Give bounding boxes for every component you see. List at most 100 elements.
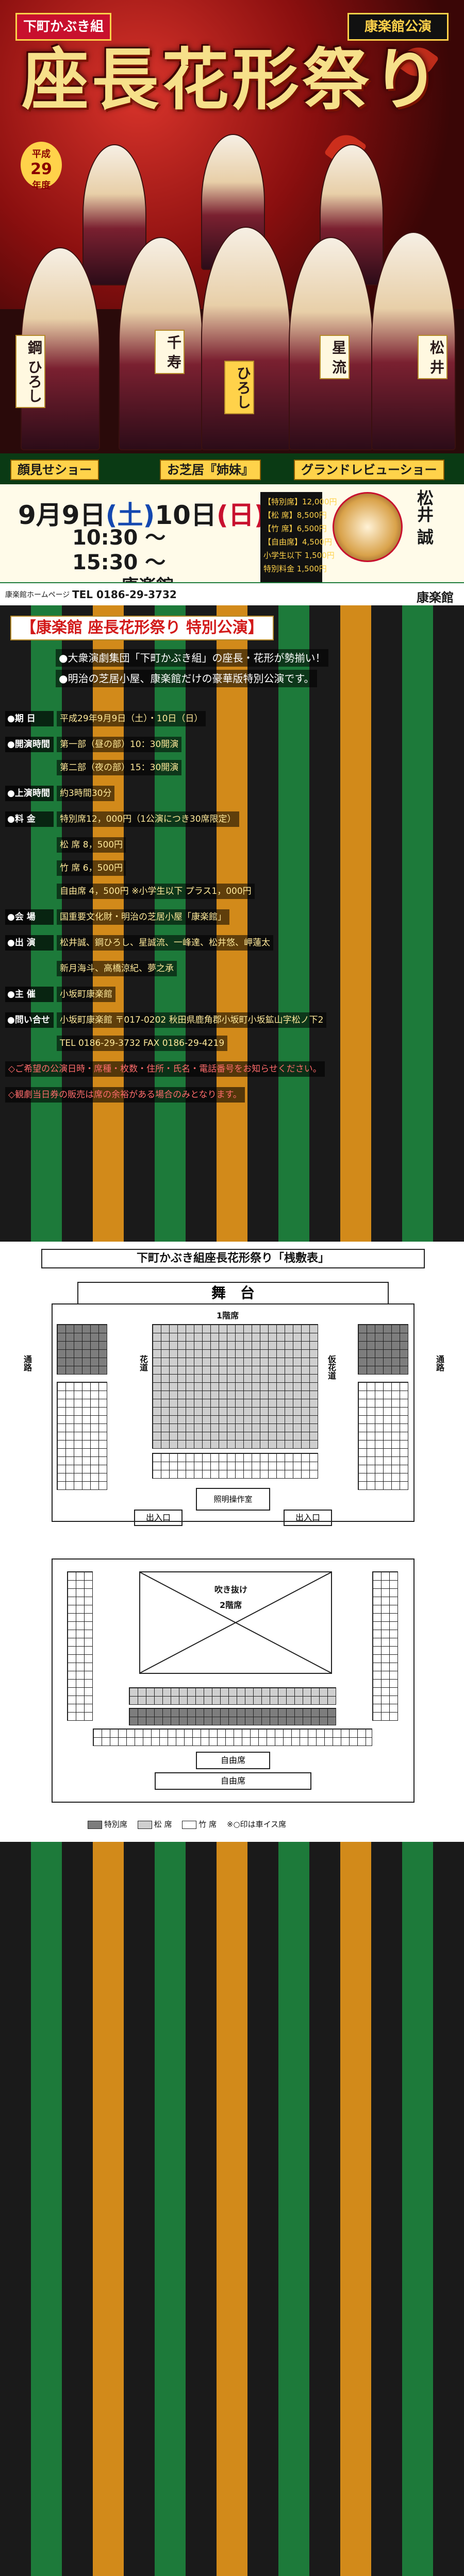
star-portrait	[333, 492, 403, 562]
show-item: グランドレビューショー	[294, 460, 444, 480]
free-seat-area: 自由席	[155, 1772, 311, 1790]
row-value: TEL 0186-29-3732 FAX 0186-29-4219	[57, 1036, 228, 1051]
karihanamichi-label: 仮花道	[326, 1355, 336, 1380]
actor-nameplate: 鋼 ひろし	[15, 335, 45, 408]
price-item: 【特別席】12,000円	[263, 497, 337, 506]
troupe-badge: 下町かぶき組	[15, 13, 111, 41]
showtime-1: 10:30 〜	[72, 526, 166, 550]
legend-swatch	[182, 1820, 197, 1829]
price-list: 【特別席】12,000円 【松 席】8,500円 【竹 席】6,500円 【自由…	[260, 492, 337, 598]
legend-swatch	[88, 1820, 102, 1829]
take-seat-block[interactable]	[67, 1571, 93, 1721]
era-year: 29	[30, 160, 52, 178]
hanamichi-label: 花道	[138, 1355, 148, 1371]
row-value: 約3時間30分	[57, 786, 115, 801]
take-seat-block[interactable]	[372, 1571, 398, 1721]
price-item: 【竹 席】6,500円	[263, 524, 327, 533]
era-badge: 平成 29 年度	[21, 142, 62, 191]
row-label: ●上演時間	[5, 786, 54, 801]
row-label: ●出 演	[5, 935, 54, 951]
actor-nameplate: 星 流	[320, 335, 350, 379]
take-seat-block[interactable]	[57, 1382, 107, 1490]
star-name: 松井 誠	[415, 489, 434, 545]
date-sun: (日)	[216, 500, 266, 530]
seating-chart-title: 下町かぶき組座長花形祭り「桟敷表」	[41, 1249, 425, 1268]
price-item: 小学生以下 1,500円	[263, 551, 335, 560]
special-seat-block[interactable]	[358, 1324, 408, 1375]
details-heading: 【康楽館 座長花形祭り 特別公演】	[10, 616, 274, 640]
row-value: 国重要文化財・明治の芝居小屋「康楽館」	[57, 909, 229, 925]
details-lead: ●大衆演劇集団「下町かぶき組」の座長・花形が勢揃い！	[56, 649, 329, 667]
date-day2: 10日	[155, 500, 217, 530]
price-item: 【松 席】8,500円	[263, 511, 327, 520]
details-note: ◇ご希望の公演日時・席種・枚数・住所・氏名・電話番号をお知らせください。	[5, 1061, 325, 1077]
legend-note: ※○印は車イス席	[226, 1820, 287, 1829]
seat-legend: 特別席 松 席 竹 席 ※○印は車イス席	[88, 1819, 376, 1829]
date-sat: (土)	[105, 500, 155, 530]
row-value: 竹 席 6，500円	[57, 860, 126, 876]
era-label: 平成	[32, 149, 51, 160]
stage-label: 舞 台	[77, 1282, 389, 1304]
atrium-cross	[140, 1572, 331, 1673]
details-note: ◇観劇当日券の販売は席の余裕がある場合のみとなります。	[5, 1087, 245, 1103]
row-value: 小坂町康楽館 〒017-0202 秋田県鹿角郡小坂町小坂鉱山字松ノ下2	[57, 1012, 327, 1028]
booth-label: 照明操作室	[213, 1495, 253, 1504]
row-label: ●期 日	[5, 711, 54, 726]
row-value: 平成29年9月9日（土）・10日（日）	[57, 711, 206, 726]
row-label: ●問い合せ	[5, 1012, 54, 1028]
legend-label: 竹 席	[198, 1820, 217, 1829]
poster-title: 座長花形祭り	[21, 41, 442, 119]
booth: 照明操作室	[196, 1488, 270, 1511]
hall-logo: 康楽館	[417, 590, 454, 605]
venue-badge: 康楽館公演	[347, 13, 449, 41]
special-seat-block[interactable]	[129, 1708, 336, 1725]
price-item: 【自由席】4,500円	[263, 537, 332, 547]
row-value: 小坂町康楽館	[57, 987, 115, 1002]
event-details: 【康楽館 座長花形祭り 特別公演】 ●大衆演劇集団「下町かぶき組」の座長・花形が…	[0, 605, 464, 1242]
website-link[interactable]: 康楽館ホームページ	[5, 591, 70, 599]
details-lead: ●明治の芝居小屋、康楽館だけの豪華版特別公演です。	[56, 670, 318, 687]
price-item: 特別料金 1,500円	[263, 564, 327, 573]
row-value: 特別席12，000円（1公演につき30席限定）	[57, 811, 239, 827]
row-label: ●開演時間	[5, 737, 54, 752]
row-label: ●主 催	[5, 987, 54, 1002]
show-item: 顔見せショー	[10, 460, 99, 480]
event-date: 9月9日(土)10日(日)	[18, 495, 266, 532]
matsu-seat-block[interactable]	[129, 1687, 336, 1705]
actor-nameplate: 千 寿	[155, 330, 185, 374]
seating-chart: 下町かぶき組座長花形祭り「桟敷表」 舞 台 1階席 通路 通路 花道 仮花道 照…	[0, 1242, 464, 1842]
take-seat-block[interactable]	[358, 1382, 408, 1490]
take-seat-block[interactable]	[152, 1453, 318, 1479]
exit-left: 出入口	[134, 1510, 183, 1526]
floor2-label: 2階席	[218, 1598, 244, 1611]
floor1-label: 1階席	[217, 1311, 239, 1320]
atrium-label: 吹き抜け	[212, 1583, 250, 1595]
take-seat-block[interactable]	[93, 1728, 372, 1746]
row-label: ●料 金	[5, 811, 54, 827]
row-value: 第一部（昼の部）10：30開演	[57, 737, 182, 752]
matsu-seat-block[interactable]	[152, 1324, 318, 1449]
actor-portrait	[201, 227, 291, 450]
exit-right: 出入口	[284, 1510, 332, 1526]
showtimes: 10:30 〜 15:30 〜	[72, 526, 165, 575]
legend-label: 特別席	[104, 1820, 128, 1829]
show-item: お芝居『姉妹』	[160, 460, 261, 480]
floor1-outline	[52, 1303, 415, 1522]
actor-nameplate-center: ひろし	[224, 361, 254, 414]
legend-label: 松 席	[154, 1820, 172, 1829]
row-value: 新月海斗、高橋涼紀、夢之承	[57, 961, 177, 976]
era-suffix: 年度	[32, 180, 51, 191]
special-seat-block[interactable]	[57, 1324, 107, 1375]
date-day1: 9月9日	[18, 500, 106, 530]
row-value: 自由席 4，500円 ※小学生以下 プラス1，000円	[57, 884, 255, 899]
row-label: ●会 場	[5, 909, 54, 925]
phone-number: TEL 0186-29-3732	[72, 588, 177, 601]
decorative-stripes	[0, 1842, 464, 2576]
atrium: 吹き抜け 2階席	[139, 1571, 332, 1674]
showtime-2: 15:30 〜	[72, 551, 166, 574]
show-program-bar: 顔見せショー お芝居『姉妹』 グランドレビューショー	[0, 453, 464, 484]
floor2-outline	[52, 1558, 415, 1803]
free-seat-area: 自由席	[196, 1752, 270, 1769]
legend-swatch	[137, 1820, 152, 1829]
